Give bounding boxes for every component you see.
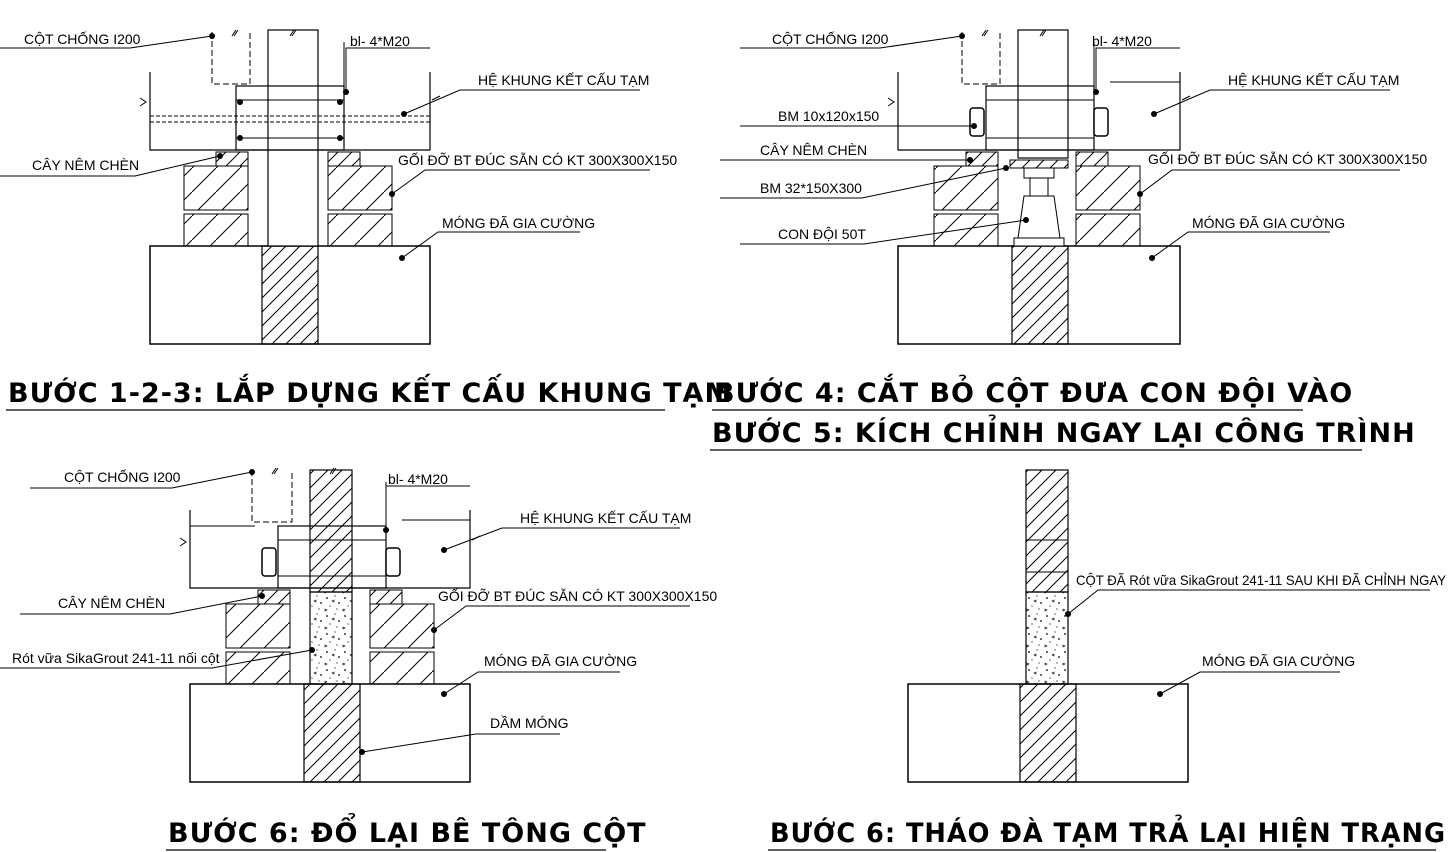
support-block	[327, 213, 393, 247]
label-cay-nem: CÂY NÊM CHÈN	[32, 157, 139, 173]
wedge	[215, 151, 249, 167]
label-cot-chong: CỘT CHỐNG I200	[64, 468, 181, 485]
support-block	[369, 651, 435, 685]
title-step-6-remove: BƯỚC 6: THÁO ĐÀ TẠM TRẢ LẠI HIỆN TRẠNG	[770, 814, 1446, 849]
panel-3: CỘT CHỐNG I200 bl- 4*M20 HỆ KHUNG KẾT CẤ…	[0, 467, 717, 851]
grout-section	[1025, 591, 1069, 685]
label-mong: MÓNG ĐÃ GIA CƯỜNG	[484, 653, 637, 669]
label-cay-nem: CÂY NÊM CHÈN	[58, 595, 165, 611]
label-cot-da: CỘT ĐÃ Rót vữa SikaGrout 241-11 SAU KHI …	[1076, 572, 1447, 588]
wedge	[1075, 151, 1109, 167]
column-hatched	[261, 245, 319, 345]
label-he-khung: HỆ KHUNG KẾT CẤU TẠM	[520, 510, 691, 526]
label-goi-do: GỐI ĐỠ BT ĐÚC SẴN CÓ KT 300X300X150	[1148, 150, 1427, 167]
wedge	[369, 589, 403, 605]
column-hatched	[303, 683, 361, 783]
label-bolt: bl- 4*M20	[350, 33, 410, 49]
label-con-doi: CON ĐỘI 50T	[778, 226, 866, 242]
label-dam-mong: DẦM MÓNG	[490, 715, 569, 731]
title-step-4: BƯỚC 4: CẮT BỎ CỘT ĐƯA CON ĐỘI VÀO	[714, 373, 1353, 409]
grout-section	[309, 591, 353, 685]
title-step-6-concrete: BƯỚC 6: ĐỔ LẠI BÊ TÔNG CỘT	[168, 811, 647, 849]
label-bm-2: BM 32*150X300	[760, 180, 862, 196]
label-he-khung: HỆ KHUNG KẾT CẤU TẠM	[1228, 72, 1399, 88]
label-bm-1: BM 10x120x150	[778, 108, 879, 124]
support-block	[933, 213, 999, 247]
support-block	[1075, 165, 1141, 211]
hydraulic-jack	[1013, 167, 1065, 247]
panel-4: CỘT ĐÃ Rót vữa SikaGrout 241-11 SAU KHI …	[768, 469, 1447, 851]
column-upper	[1025, 469, 1069, 593]
title-step-5: BƯỚC 5: KÍCH CHỈNH NGAY LẠI CÔNG TRÌNH	[712, 414, 1416, 449]
support-block	[183, 213, 249, 247]
label-mong: MÓNG ĐÃ GIA CƯỜNG	[442, 215, 595, 231]
support-block	[225, 603, 291, 649]
panel-1: CỘT CHỐNG I200 bl- 4*M20 HỆ KHUNG KẾT CẤ…	[0, 29, 732, 411]
label-cot-chong: CỘT CHỐNG I200	[24, 30, 141, 47]
panel-2: CỘT CHỐNG I200 bl- 4*M20 HỆ KHUNG KẾT CẤ…	[710, 29, 1427, 451]
column	[1017, 29, 1069, 159]
support-block	[1075, 213, 1141, 247]
column-hatched	[1019, 683, 1077, 783]
label-grout: Rót vữa SikaGrout 241-11 nối cột	[12, 650, 220, 666]
wedge	[327, 151, 361, 167]
support-block	[225, 651, 291, 685]
label-goi-do: GỐI ĐỠ BT ĐÚC SẴN CÓ KT 300X300X150	[398, 151, 677, 168]
support-block	[327, 165, 393, 211]
base-plate	[1009, 159, 1069, 169]
label-bolt: bl- 4*M20	[388, 471, 448, 487]
column-hatched	[1011, 245, 1069, 345]
support-block	[369, 603, 435, 649]
label-mong: MÓNG ĐÃ GIA CƯỜNG	[1192, 215, 1345, 231]
support-block	[933, 165, 999, 211]
label-cot-chong: CỘT CHỐNG I200	[772, 30, 889, 47]
title-step-1-2-3: BƯỚC 1-2-3: LẮP DỰNG KẾT CẤU KHUNG TẠM	[8, 373, 732, 409]
support-block	[183, 165, 249, 211]
label-mong: MÓNG ĐÃ GIA CƯỜNG	[1202, 653, 1355, 669]
label-goi-do: GỐI ĐỠ BT ĐÚC SẴN CÓ KT 300X300X150	[438, 587, 717, 604]
label-he-khung: HỆ KHUNG KẾT CẤU TẠM	[478, 72, 649, 88]
wedge	[965, 151, 999, 167]
column-upper	[309, 469, 353, 593]
label-bolt: bl- 4*M20	[1092, 33, 1152, 49]
label-cay-nem: CÂY NÊM CHÈN	[760, 142, 867, 158]
